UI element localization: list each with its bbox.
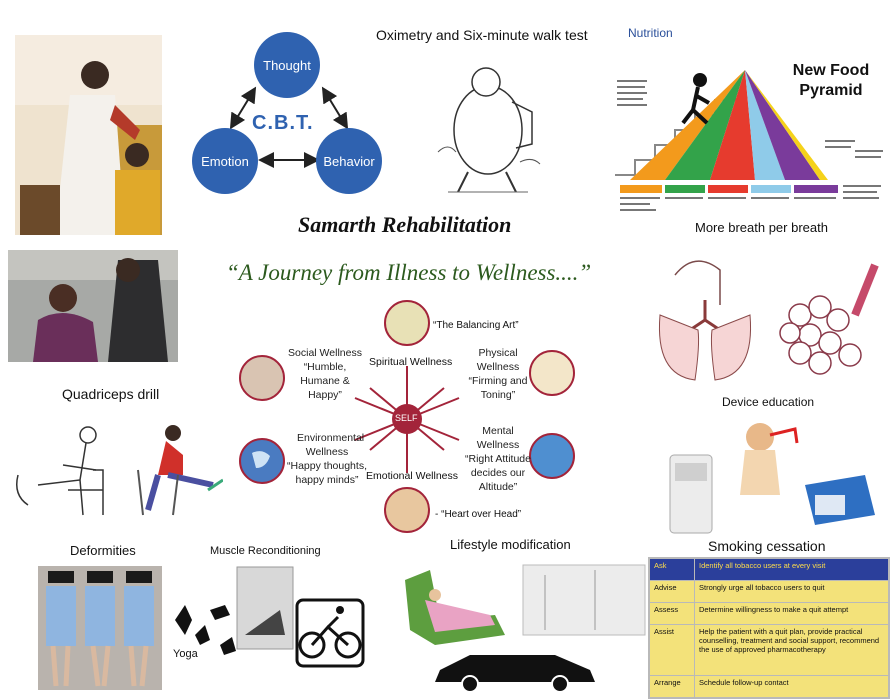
deformities-title: Deformities bbox=[70, 543, 136, 558]
mental-title: Mental Wellness bbox=[476, 425, 520, 451]
step-cell: Ask bbox=[649, 557, 695, 582]
social-quote: “Humble, Humane & Happy” bbox=[300, 361, 350, 401]
physical-title: Physical Wellness bbox=[476, 347, 520, 373]
photo-patient-nebulizer bbox=[8, 250, 178, 362]
text-cell: Schedule follow-up contact bbox=[694, 674, 889, 699]
mental-label: Mental Wellness “Right Attitude decides … bbox=[464, 424, 532, 494]
step-cell: Advise bbox=[649, 580, 695, 604]
table-row: Assist Help the patient with a quit plan… bbox=[649, 624, 889, 676]
text-cell: Strongly urge all tobacco users to quit bbox=[694, 580, 889, 604]
photo-nurse-patient bbox=[15, 35, 162, 235]
lifestyle-title: Lifestyle modification bbox=[450, 537, 571, 552]
quadriceps-title: Quadriceps drill bbox=[62, 386, 160, 402]
oximetry-title: Oximetry and Six-minute walk test bbox=[376, 27, 588, 43]
table-row: Advise Strongly urge all tobacco users t… bbox=[649, 580, 889, 604]
wellness-wheel: SELF “The Balancing Art” Spiritual Welln… bbox=[230, 298, 610, 538]
social-title: Social Wellness bbox=[288, 347, 362, 359]
emotional-label: Emotional Wellness bbox=[366, 470, 459, 482]
spiritual-quote: “The Balancing Art” bbox=[433, 320, 519, 331]
food-pyramid-title: New Food Pyramid bbox=[792, 62, 870, 99]
self-label: SELF bbox=[395, 413, 418, 423]
oximetry-sketch bbox=[428, 52, 548, 200]
quadriceps-illustration bbox=[8, 415, 224, 525]
lungs-illustration bbox=[650, 245, 885, 395]
step-cell: Assist bbox=[649, 624, 695, 676]
cbt-behavior-node: Behavior bbox=[316, 128, 382, 194]
mental-quote: “Right Attitude decides our Altitude” bbox=[465, 453, 531, 493]
device-title: Device education bbox=[722, 395, 815, 409]
smoking-title: Smoking cessation bbox=[708, 538, 826, 554]
table-row: Ask Identify all tobacco users at every … bbox=[649, 557, 889, 582]
muscle-title: Muscle Reconditioning bbox=[210, 545, 321, 557]
nutrition-title: Nutrition bbox=[628, 26, 673, 40]
muscle-illustration: Yoga bbox=[170, 565, 370, 685]
text-cell: Determine willingness to make a quit att… bbox=[694, 602, 889, 626]
text-cell: Help the patient with a quit plan, provi… bbox=[694, 624, 889, 676]
main-title: Samarth Rehabilitation bbox=[298, 212, 512, 237]
tagline: “A Journey from Illness to Wellness....” bbox=[226, 260, 592, 285]
emotional-quote: - “Heart over Head” bbox=[435, 509, 522, 520]
yoga-label: Yoga bbox=[173, 648, 198, 660]
physical-quote: “Firming and Toning” bbox=[468, 375, 528, 401]
text-cell: Identify all tobacco users at every visi… bbox=[694, 557, 889, 582]
cbt-center-label: C.B.T. bbox=[252, 112, 314, 134]
lifestyle-illustration bbox=[395, 560, 650, 693]
cbt-diagram: Thought Emotion Behavior C.B.T. bbox=[188, 28, 393, 198]
photo-deformities bbox=[38, 566, 162, 690]
smoking-table: Ask Identify all tobacco users at every … bbox=[648, 557, 890, 699]
food-pyramid-graphic: New Food Pyramid bbox=[615, 45, 885, 225]
more-breath-title: More breath per breath bbox=[695, 220, 828, 235]
social-label: Social Wellness “Humble, Humane & Happy” bbox=[285, 346, 365, 402]
spiritual-label: Spiritual Wellness bbox=[369, 356, 453, 368]
cbt-thought-node: Thought bbox=[254, 32, 320, 98]
step-cell: Arrange bbox=[649, 674, 695, 699]
table-row: Assess Determine willingness to make a q… bbox=[649, 602, 889, 626]
environmental-title: Environmental Wellness bbox=[297, 432, 365, 458]
physical-label: Physical Wellness “Firming and Toning” bbox=[463, 346, 533, 402]
environmental-quote: “Happy thoughts, happy minds” bbox=[287, 460, 367, 486]
cbt-emotion-node: Emotion bbox=[192, 128, 258, 194]
environmental-label: Environmental Wellness “Happy thoughts, … bbox=[287, 431, 367, 487]
device-illustration bbox=[665, 415, 885, 535]
step-cell: Assess bbox=[649, 602, 695, 626]
table-row: Arrange Schedule follow-up contact bbox=[649, 674, 889, 699]
